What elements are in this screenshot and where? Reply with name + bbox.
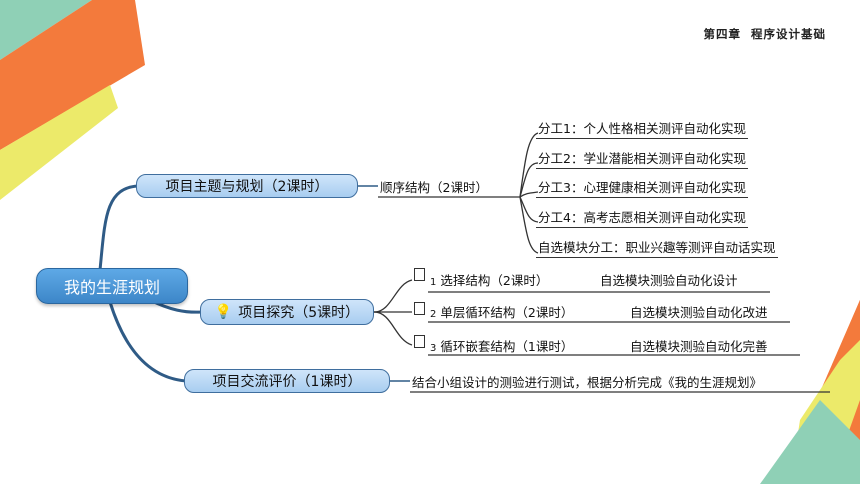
chapter-header: 第四章程序设计基础 — [704, 26, 827, 42]
sub-task-2[interactable]: 分工2：学业潜能相关测评自动化实现 — [536, 148, 748, 169]
sub-task-4[interactable]: 分工4：高考志愿相关测评自动化实现 — [536, 207, 748, 228]
root-node[interactable]: 我的生涯规划 — [36, 268, 188, 304]
branch-project-explore[interactable]: 💡 项目探究（5课时） — [200, 299, 374, 325]
lightbulb-icon: 💡 — [214, 304, 233, 320]
chapter-title: 程序设计基础 — [751, 27, 826, 41]
checkbox-icon[interactable] — [414, 335, 425, 348]
sub-task-3[interactable]: 分工3：心理健康相关测评自动化实现 — [536, 177, 748, 198]
chapter-number: 第四章 — [703, 27, 741, 41]
item-number: 3 — [430, 343, 437, 354]
exchange-task[interactable]: 结合小组设计的测验进行测试，根据分析完成《我的生涯规划》 — [412, 375, 763, 390]
explore-task-3[interactable]: 自选模块测验自动化完善 — [630, 339, 768, 354]
branch-project-topic[interactable]: 项目主题与规划（2课时） — [136, 174, 358, 198]
sequence-structure-node[interactable]: 顺序结构（2课时） — [380, 180, 488, 195]
item-number: 2 — [430, 309, 437, 320]
item-label: 单层循环结构（2课时） — [440, 305, 574, 320]
checkbox-icon[interactable] — [414, 268, 425, 281]
branch-project-explore-label: 项目探究（5课时） — [238, 305, 360, 321]
item-number: 1 — [430, 277, 437, 288]
sub-task-optional[interactable]: 自选模块分工：职业兴趣等测评自动话实现 — [536, 237, 778, 258]
explore-task-2[interactable]: 自选模块测验自动化改进 — [630, 305, 768, 320]
explore-task-1[interactable]: 自选模块测验自动化设计 — [600, 273, 738, 288]
branch-project-exchange[interactable]: 项目交流评价（1课时） — [184, 369, 390, 393]
sub-task-1[interactable]: 分工1：个人性格相关测评自动化实现 — [536, 118, 748, 139]
checkbox-icon[interactable] — [414, 302, 425, 315]
item-label: 选择结构（2课时） — [440, 273, 549, 288]
item-label: 循环嵌套结构（1课时） — [440, 339, 574, 354]
